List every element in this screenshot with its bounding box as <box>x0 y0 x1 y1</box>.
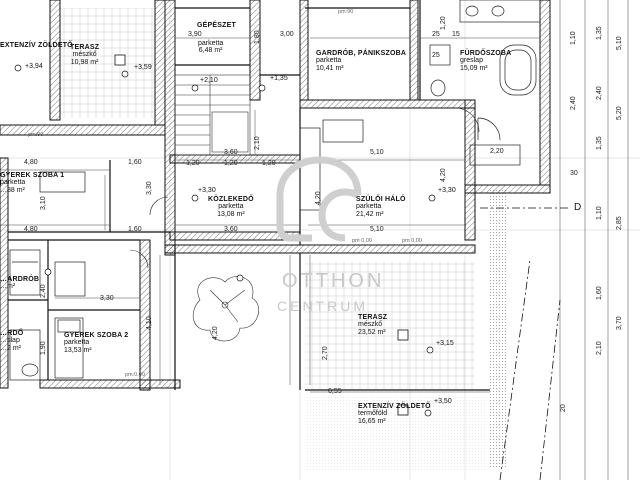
dim-210r: 2,10 <box>596 341 603 355</box>
dim-120c: 1,20 <box>224 160 238 167</box>
dim-160c: 1,60 <box>596 286 603 300</box>
dim-120d: 1,20 <box>262 160 276 167</box>
pm-mark-b: pm:90 <box>28 132 44 138</box>
room-gardrob: GARDRÓB, PÁNIKSZOBA parketta 10,41 m² <box>316 50 407 72</box>
dim-220: 2,20 <box>490 148 504 155</box>
dim-135b: 1,35 <box>596 136 603 150</box>
dim-420b: 4,20 <box>440 168 447 182</box>
dim-390: 3,90 <box>188 31 202 38</box>
watermark-otthon: OTTHON <box>282 270 385 292</box>
axis-label-d: D <box>574 202 582 213</box>
pm-mark-e: pm:0,00 <box>125 372 145 378</box>
dim-210: 2,10 <box>254 136 261 150</box>
dim-135: 1,35 <box>596 26 603 40</box>
dim-25b: 25 <box>432 52 440 59</box>
room-gepeszet-detail: parketta 6,48 m² <box>198 40 224 55</box>
dim-20: 20 <box>560 404 567 412</box>
floor-drain-icons <box>114 54 409 416</box>
load-bearing-walls <box>0 0 551 391</box>
dim-120r: 1,20 <box>440 16 447 30</box>
dim-30: 30 <box>570 170 578 177</box>
green-roof-strip <box>490 190 508 468</box>
dim-285: 2,85 <box>616 216 623 230</box>
dim-240r: 2,40 <box>596 86 603 100</box>
watermark-centrum: CENTRUM <box>277 298 368 314</box>
dim-300: 3,00 <box>280 31 294 38</box>
room-gyerek-szoba-2: GYEREK SZOBA 2 parketta 13,53 m² <box>64 332 129 354</box>
level-l1: +3,94 <box>25 63 43 70</box>
dim-520: 5,20 <box>616 106 623 120</box>
dim-160a: 1,60 <box>128 159 142 166</box>
terrace-tiles-mid <box>305 262 475 390</box>
level-l7: +3,15 <box>436 340 454 347</box>
dim-330b: 3,30 <box>100 295 114 302</box>
level-l2: +3,59 <box>134 64 152 71</box>
dim-110: 1,10 <box>570 31 577 45</box>
room-extenziv-zoldeto-left: EXTENZÍV ZÖLDETŐ <box>0 42 73 49</box>
dim-480b: 4,80 <box>24 226 38 233</box>
dim-410: 4,10 <box>146 316 153 330</box>
room-extenziv-zoldeto-bottom: EXTENZÍV ZÖLDETŐ termőföld 16,65 m² <box>358 403 431 425</box>
dim-370: 3,70 <box>616 316 623 330</box>
dim-510a: 5,10 <box>370 149 384 156</box>
dim-160b: 1,60 <box>128 226 142 233</box>
dim-120b: 1,20 <box>186 160 200 167</box>
axis-d-line <box>480 207 570 480</box>
dim-420c: 4,20 <box>212 326 219 340</box>
pm-mark-c: pm 0,00 <box>352 238 372 244</box>
dim-240: 2,40 <box>40 284 47 298</box>
room-gardrob-2: …ARDRÓB …m² <box>0 276 40 291</box>
level-l4: +1,35 <box>270 75 288 82</box>
dim-110r: 1,10 <box>596 206 603 220</box>
dim-15: 15 <box>452 31 460 38</box>
dim-420a: 4,20 <box>315 191 322 205</box>
room-terasz-top: TERASZ mészkő 10,98 m² <box>70 44 100 66</box>
room-kozlekedo: KÖZLEKEDŐ parketta 13,08 m² <box>208 196 254 218</box>
dim-480a: 4,80 <box>24 159 38 166</box>
level-l6: +3,30 <box>438 187 456 194</box>
dim-270: 2,70 <box>322 346 329 360</box>
room-gyerek-szoba-1: GYEREK SZOBA 1 parketta …88 m² <box>0 172 65 194</box>
dim-190: 1,90 <box>40 341 47 355</box>
pm-mark-d: pm 0,00 <box>402 238 422 244</box>
dim-360b: 3,60 <box>224 226 238 233</box>
room-gepeszet: GÉPÉSZET <box>197 22 236 29</box>
green-roof-bottom <box>305 395 485 470</box>
terrace-tiles-top <box>60 8 155 118</box>
staircase <box>174 74 251 156</box>
dim-25a: 25 <box>432 31 440 38</box>
dim-360a: 3,60 <box>224 149 238 156</box>
dim-510b: 5,10 <box>370 226 384 233</box>
dim-655: 6,55 <box>328 388 342 395</box>
dim-310: 3,10 <box>40 196 47 210</box>
room-szuloi-halo: SZÜLŐI HÁLÓ parketta 21,42 m² <box>356 196 406 218</box>
watermark-logo <box>276 156 362 242</box>
room-furdoszoba: FÜRDŐSZOBA greslap 15,09 m² <box>460 50 512 72</box>
level-l5: +3,30 <box>198 187 216 194</box>
tree-icon <box>192 276 259 342</box>
dim-330a: 3,30 <box>146 181 153 195</box>
furniture <box>9 107 480 381</box>
pm-mark-a: pm:90 <box>338 9 354 15</box>
dim-180: 1,80 <box>254 30 261 44</box>
dim-510r: 5,10 <box>616 36 623 50</box>
level-l8: +3,50 <box>434 398 452 405</box>
level-marker-icons <box>14 64 436 417</box>
room-furdo-2: …RDŐ …slap …2 m² <box>0 330 24 352</box>
level-l3: +2,10 <box>200 77 218 84</box>
room-terasz-mid: TERASZ mészkő 23,52 m² <box>358 314 388 336</box>
bathroom-fixtures <box>429 0 541 166</box>
dim-240b: 2,40 <box>570 96 577 110</box>
